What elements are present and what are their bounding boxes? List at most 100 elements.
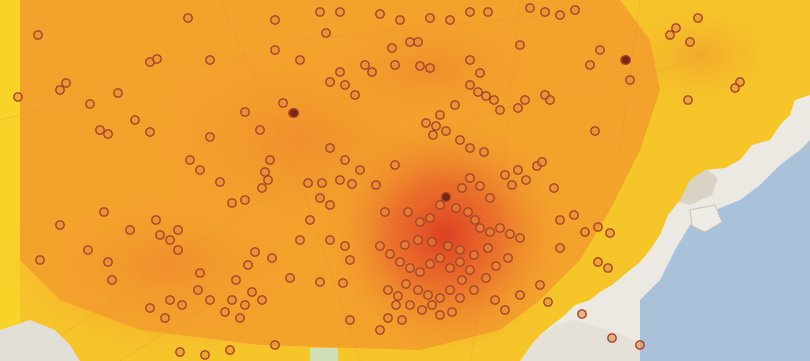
incident-marker[interactable]: [469, 285, 479, 295]
incident-marker[interactable]: [215, 177, 225, 187]
incident-marker[interactable]: [83, 245, 93, 255]
incident-marker[interactable]: [593, 222, 603, 232]
incident-marker[interactable]: [95, 125, 105, 135]
incident-marker[interactable]: [270, 15, 280, 25]
incident-marker[interactable]: [383, 285, 393, 295]
incident-marker[interactable]: [400, 240, 410, 250]
incident-marker[interactable]: [103, 257, 113, 267]
incident-marker[interactable]: [515, 233, 525, 243]
incident-marker[interactable]: [250, 247, 260, 257]
incident-marker[interactable]: [85, 99, 95, 109]
incident-marker[interactable]: [401, 279, 411, 289]
incident-marker[interactable]: [325, 143, 335, 153]
incident-marker[interactable]: [525, 3, 535, 13]
incident-marker[interactable]: [338, 278, 348, 288]
incident-marker[interactable]: [483, 7, 493, 17]
incident-marker[interactable]: [375, 325, 385, 335]
incident-marker[interactable]: [435, 253, 445, 263]
incident-marker[interactable]: [270, 45, 280, 55]
incident-marker[interactable]: [491, 261, 501, 271]
incident-marker[interactable]: [595, 45, 605, 55]
incident-marker[interactable]: [33, 30, 43, 40]
incident-marker[interactable]: [247, 287, 257, 297]
incident-marker[interactable]: [270, 340, 280, 350]
incident-marker[interactable]: [455, 293, 465, 303]
incident-marker[interactable]: [243, 260, 253, 270]
incident-marker[interactable]: [421, 118, 431, 128]
incident-marker[interactable]: [165, 235, 175, 245]
incident-marker[interactable]: [580, 227, 590, 237]
incident-marker[interactable]: [465, 55, 475, 65]
incident-marker[interactable]: [577, 309, 587, 319]
incident-marker[interactable]: [515, 40, 525, 50]
incident-marker[interactable]: [340, 155, 350, 165]
incident-marker[interactable]: [475, 68, 485, 78]
incident-marker[interactable]: [347, 179, 357, 189]
incident-marker[interactable]: [387, 43, 397, 53]
incident-marker[interactable]: [450, 100, 460, 110]
incident-marker[interactable]: [285, 273, 295, 283]
incident-marker[interactable]: [635, 340, 645, 350]
incident-marker[interactable]: [225, 345, 235, 355]
incident-marker-highlight[interactable]: [289, 107, 300, 118]
incident-marker[interactable]: [321, 28, 331, 38]
incident-marker[interactable]: [483, 243, 493, 253]
incident-marker[interactable]: [240, 300, 250, 310]
incident-marker[interactable]: [507, 180, 517, 190]
incident-marker[interactable]: [173, 225, 183, 235]
incident-marker[interactable]: [543, 297, 553, 307]
incident-marker[interactable]: [607, 333, 617, 343]
incident-marker[interactable]: [371, 180, 381, 190]
incident-marker[interactable]: [730, 83, 740, 93]
incident-marker[interactable]: [593, 257, 603, 267]
incident-marker[interactable]: [473, 87, 483, 97]
incident-marker[interactable]: [465, 143, 475, 153]
incident-marker[interactable]: [503, 253, 513, 263]
incident-marker[interactable]: [555, 215, 565, 225]
incident-marker[interactable]: [61, 78, 71, 88]
incident-marker[interactable]: [380, 207, 390, 217]
incident-marker-highlight[interactable]: [441, 192, 452, 203]
incident-marker[interactable]: [521, 175, 531, 185]
incident-marker[interactable]: [540, 7, 550, 17]
incident-marker[interactable]: [375, 241, 385, 251]
incident-marker[interactable]: [193, 285, 203, 295]
incident-marker[interactable]: [500, 170, 510, 180]
incident-marker[interactable]: [205, 295, 215, 305]
incident-marker[interactable]: [441, 126, 451, 136]
incident-marker[interactable]: [465, 265, 475, 275]
incident-marker[interactable]: [555, 243, 565, 253]
incident-marker[interactable]: [185, 155, 195, 165]
incident-marker[interactable]: [545, 95, 555, 105]
incident-marker[interactable]: [145, 303, 155, 313]
incident-marker[interactable]: [35, 255, 45, 265]
incident-marker[interactable]: [490, 295, 500, 305]
incident-marker[interactable]: [451, 203, 461, 213]
incident-marker[interactable]: [590, 126, 600, 136]
incident-marker[interactable]: [205, 132, 215, 142]
incident-marker[interactable]: [413, 37, 423, 47]
incident-marker[interactable]: [495, 105, 505, 115]
incident-marker[interactable]: [465, 80, 475, 90]
incident-marker[interactable]: [195, 268, 205, 278]
incident-marker[interactable]: [200, 350, 210, 360]
incident-marker[interactable]: [383, 313, 393, 323]
incident-marker[interactable]: [671, 23, 681, 33]
incident-marker[interactable]: [463, 207, 473, 217]
incident-marker[interactable]: [435, 310, 445, 320]
incident-marker[interactable]: [227, 295, 237, 305]
incident-marker[interactable]: [425, 259, 435, 269]
incident-marker[interactable]: [555, 10, 565, 20]
incident-marker[interactable]: [445, 263, 455, 273]
incident-marker[interactable]: [257, 295, 267, 305]
incident-marker[interactable]: [413, 235, 423, 245]
incident-marker[interactable]: [303, 178, 313, 188]
incident-marker[interactable]: [465, 173, 475, 183]
incident-marker[interactable]: [443, 241, 453, 251]
incident-marker[interactable]: [173, 245, 183, 255]
incident-marker[interactable]: [425, 13, 435, 23]
incident-marker[interactable]: [415, 267, 425, 277]
incident-marker[interactable]: [340, 80, 350, 90]
incident-marker[interactable]: [231, 275, 241, 285]
